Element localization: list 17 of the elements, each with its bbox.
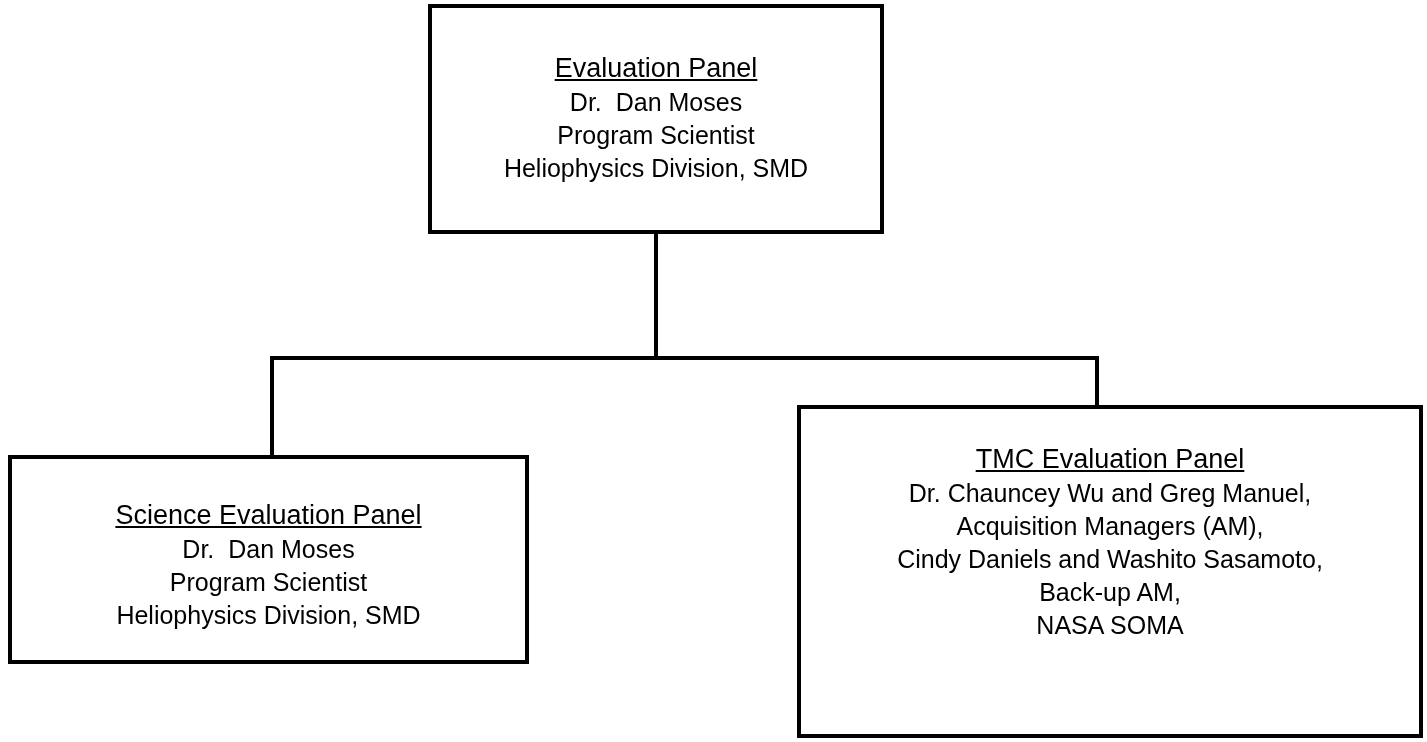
panel-text: Dr. Chauncey Wu and Greg Manuel, [908, 478, 1312, 509]
panel-text: Back-up AM, [1039, 577, 1181, 608]
panel-text: Cindy Daniels and Washito Sasamoto, [897, 544, 1323, 575]
panel-text: Dr. Dan Moses [569, 87, 743, 118]
panel-text: Heliophysics Division, SMD [116, 600, 421, 631]
panel-heading: TMC Evaluation Panel [975, 443, 1245, 476]
panel-text: Acquisition Managers (AM), [956, 511, 1264, 542]
panel-text: Program Scientist [557, 120, 755, 151]
panel-text: NASA SOMA [1036, 610, 1184, 641]
panel-box [8, 455, 529, 664]
panel-text: Dr. Dan Moses [182, 534, 355, 565]
panel-text: Heliophysics Division, SMD [503, 153, 809, 184]
panel-heading: Evaluation Panel [554, 52, 758, 85]
panel-box [428, 4, 884, 234]
panel-heading: Science Evaluation Panel [115, 499, 422, 532]
panel-text: Program Scientist [169, 567, 368, 598]
panel-box [797, 405, 1423, 738]
